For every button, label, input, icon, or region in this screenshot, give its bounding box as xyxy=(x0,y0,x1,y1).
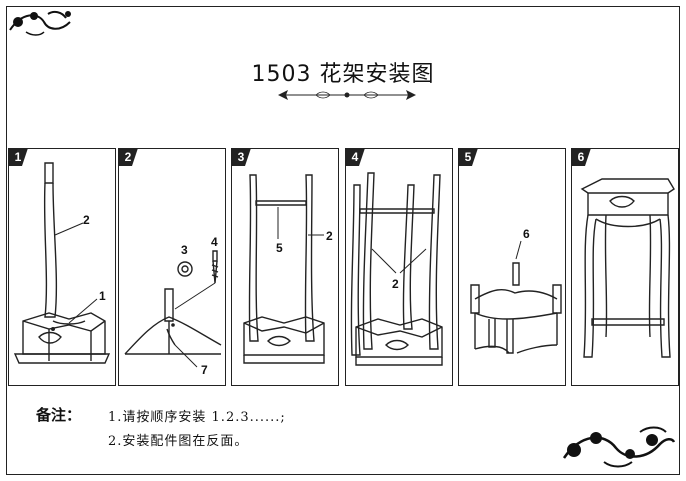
step-number: 5 xyxy=(458,148,478,166)
page-frame xyxy=(6,6,680,475)
step-6-illustration xyxy=(580,178,675,358)
callout-label: 5 xyxy=(276,241,283,255)
callout-label: 6 xyxy=(523,227,530,241)
corner-flourish-bottom-right xyxy=(562,426,676,468)
step-number: 1 xyxy=(8,148,28,166)
callout-label: 2 xyxy=(392,277,399,291)
step-4-illustration xyxy=(350,172,443,366)
step-number: 2 xyxy=(118,148,138,166)
callout-label: 7 xyxy=(201,363,208,377)
step-5-illustration xyxy=(470,240,562,354)
callout-label: 3 xyxy=(181,243,188,257)
title-divider-ornament xyxy=(278,90,416,100)
step-panel-6: 6 xyxy=(571,148,679,386)
step-panel-5: 5 6 xyxy=(458,148,566,386)
step-number: 4 xyxy=(345,148,365,166)
note-line-2: 2.安装配件图在反面。 xyxy=(108,434,249,449)
callout-label: 4 xyxy=(211,235,218,249)
corner-flourish-top-left xyxy=(9,10,71,36)
callout-label: 2 xyxy=(83,213,90,227)
step-2-illustration xyxy=(124,250,222,368)
notes-label: 备注： xyxy=(36,406,82,424)
callout-label: 2 xyxy=(326,229,333,243)
page-title: 1503 花架安装图 xyxy=(251,62,435,87)
callout-label: 1 xyxy=(99,289,106,303)
step-panel-2: 2 3 4 7 xyxy=(118,148,226,386)
step-1-illustration xyxy=(13,162,111,364)
step-number: 3 xyxy=(231,148,251,166)
step-number: 6 xyxy=(571,148,591,166)
step-panel-3: 3 5 2 xyxy=(231,148,339,386)
step-3-illustration xyxy=(243,174,325,364)
note-line-1: 1.请按顺序安装 1.2.3......; xyxy=(108,410,286,425)
step-panel-1: 1 2 1 xyxy=(8,148,116,386)
step-panel-4: 4 2 xyxy=(345,148,453,386)
